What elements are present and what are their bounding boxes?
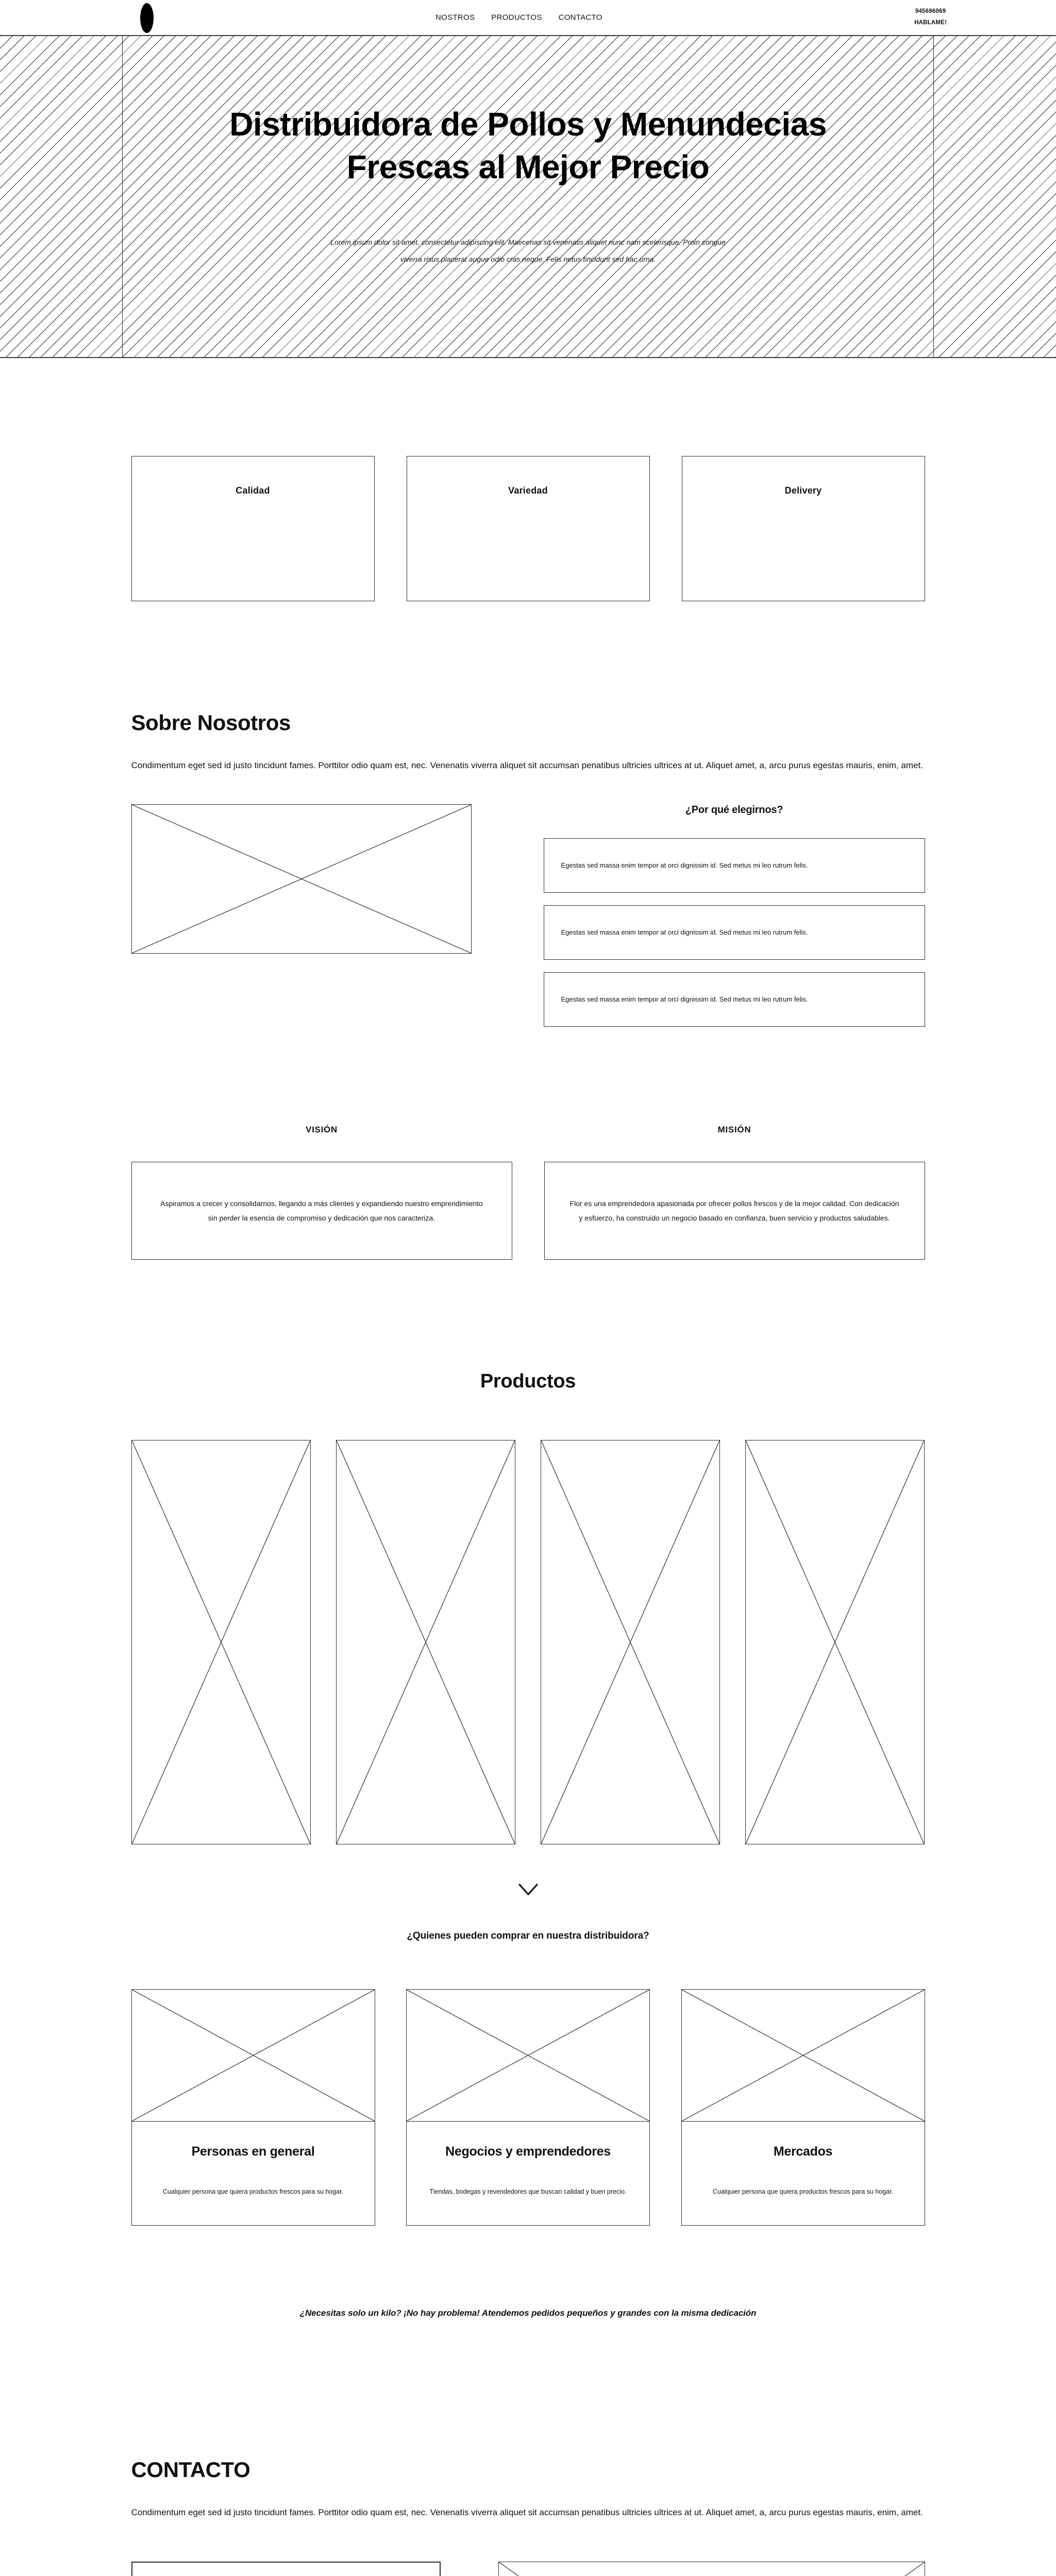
header-contact-block: 945696069 HABLAME! xyxy=(914,6,947,29)
vision-column: VISIÓN Aspiramos a crecer y consolidarno… xyxy=(131,1125,512,1260)
hero-guide-rails xyxy=(0,36,1056,357)
contact-field-1[interactable]: LABELS xyxy=(131,2561,441,2576)
vision-card: Aspiramos a crecer y consolidarnos, lleg… xyxy=(131,1162,512,1260)
vision-label: VISIÓN xyxy=(306,1125,338,1134)
buyers-title: ¿Quienes pueden comprar en nuestra distr… xyxy=(407,1930,649,1941)
mision-column: MISIÓN Flor es una emprendedora apasiona… xyxy=(544,1125,925,1260)
feature-card-title: Calidad xyxy=(236,485,270,496)
productos-section: Productos ¿Quienes pueden comprar en nue… xyxy=(131,1370,925,2318)
contacto-section: CONTACTO Condimentum eget sed id justo t… xyxy=(131,2458,925,2576)
contact-form: LABELS LABELS LABELS ENVIAR xyxy=(131,2561,441,2576)
contacto-title: CONTACTO xyxy=(131,2457,250,2482)
why-card-text: Egestas sed massa enim tempor at orci di… xyxy=(561,861,808,869)
hero-title: Distribuidora de Pollos y Menundecias Fr… xyxy=(229,106,827,186)
buyer-image-placeholder xyxy=(407,1990,649,2122)
header-phone[interactable]: 945696069 xyxy=(915,8,946,15)
buyer-card-desc: Cualquier persona que quiera productos f… xyxy=(712,2188,894,2195)
productos-grid xyxy=(131,1440,925,1844)
hero-rail-left xyxy=(122,36,123,357)
why-card: Egestas sed massa enim tempor at orci di… xyxy=(543,905,925,960)
buyer-card-desc: Cualquier persona que quiera productos f… xyxy=(162,2188,344,2195)
primary-navigation: NOSTROS PRODUCTOS CONTACTO xyxy=(435,13,602,22)
header-cta-label[interactable]: HABLAME! xyxy=(914,20,947,26)
why-card: Egestas sed massa enim tempor at orci di… xyxy=(543,972,925,1027)
chevron-down-icon[interactable] xyxy=(518,1883,539,1896)
contact-map-placeholder[interactable] xyxy=(498,2561,925,2576)
feature-card-calidad[interactable]: Calidad xyxy=(131,456,375,601)
productos-title: Productos xyxy=(480,1370,576,1392)
vision-text: Aspiramos a crecer y consolidarnos, lleg… xyxy=(160,1199,483,1222)
product-image-placeholder-1[interactable] xyxy=(131,1440,311,1844)
hero-subtitle: Lorem ipsum dolor sit amet, consectetur … xyxy=(330,238,726,264)
product-image-placeholder-3[interactable] xyxy=(541,1440,720,1844)
buyer-card-negocios[interactable]: Negocios y emprendedores Tiendas, bodega… xyxy=(406,1989,650,2226)
why-card-text: Egestas sed massa enim tempor at orci di… xyxy=(561,928,808,936)
contacto-body-text: Condimentum eget sed id justo tincidunt … xyxy=(131,2507,923,2517)
why-card-text: Egestas sed massa enim tempor at orci di… xyxy=(561,995,808,1003)
site-header: NOSTROS PRODUCTOS CONTACTO 945696069 HAB… xyxy=(0,0,1056,36)
logo-ellipse-icon[interactable] xyxy=(140,3,154,33)
about-body-text: Condimentum eget sed id justo tincidunt … xyxy=(131,760,923,770)
product-image-placeholder-2[interactable] xyxy=(336,1440,515,1844)
vision-mision-block: VISIÓN Aspiramos a crecer y consolidarno… xyxy=(131,1125,925,1260)
why-choose-us-title: ¿Por qué elegirnos? xyxy=(685,804,783,816)
product-image-placeholder-4[interactable] xyxy=(745,1440,925,1844)
features-section: Calidad Variedad Delivery xyxy=(131,358,925,601)
nav-item-contacto[interactable]: CONTACTO xyxy=(558,13,602,22)
buyer-card-desc: Tiendas, bodegas y revendedores que busc… xyxy=(429,2188,627,2195)
feature-card-title: Variedad xyxy=(508,485,548,496)
feature-card-delivery[interactable]: Delivery xyxy=(681,456,925,601)
buyers-grid: Personas en general Cualquier persona qu… xyxy=(131,1989,925,2226)
feature-card-variedad[interactable]: Variedad xyxy=(406,456,650,601)
buyer-card-name: Negocios y emprendedores xyxy=(445,2144,611,2159)
buyer-image-placeholder xyxy=(681,1990,925,2122)
buyer-card-name: Personas en general xyxy=(191,2144,315,2159)
buyer-image-placeholder xyxy=(131,1990,375,2122)
why-choose-us-block: ¿Por qué elegirnos? Egestas sed massa en… xyxy=(543,804,925,1027)
why-card: Egestas sed massa enim tempor at orci di… xyxy=(543,838,925,893)
buyer-card-mercados[interactable]: Mercados Cualquier persona que quiera pr… xyxy=(681,1989,925,2226)
hero-rail-right xyxy=(933,36,934,357)
hero-section: Distribuidora de Pollos y Menundecias Fr… xyxy=(0,36,1056,358)
buyer-card-name: Mercados xyxy=(773,2144,833,2159)
about-section: Sobre Nosotros Condimentum eget sed id j… xyxy=(131,601,925,1260)
buyer-card-personas[interactable]: Personas en general Cualquier persona qu… xyxy=(131,1989,375,2226)
nav-item-nostros[interactable]: NOSTROS xyxy=(435,13,475,22)
about-title: Sobre Nosotros xyxy=(131,710,291,735)
about-image-placeholder xyxy=(131,804,472,954)
buyers-tagline: ¿Necesitas solo un kilo? ¡No hay problem… xyxy=(299,2308,757,2318)
feature-card-title: Delivery xyxy=(784,485,822,496)
mision-label: MISIÓN xyxy=(717,1125,751,1134)
mision-text: Flor es una emprendedora apasionada por … xyxy=(569,1199,899,1222)
mision-card: Flor es una emprendedora apasionada por … xyxy=(544,1162,925,1260)
nav-item-productos[interactable]: PRODUCTOS xyxy=(491,13,542,22)
